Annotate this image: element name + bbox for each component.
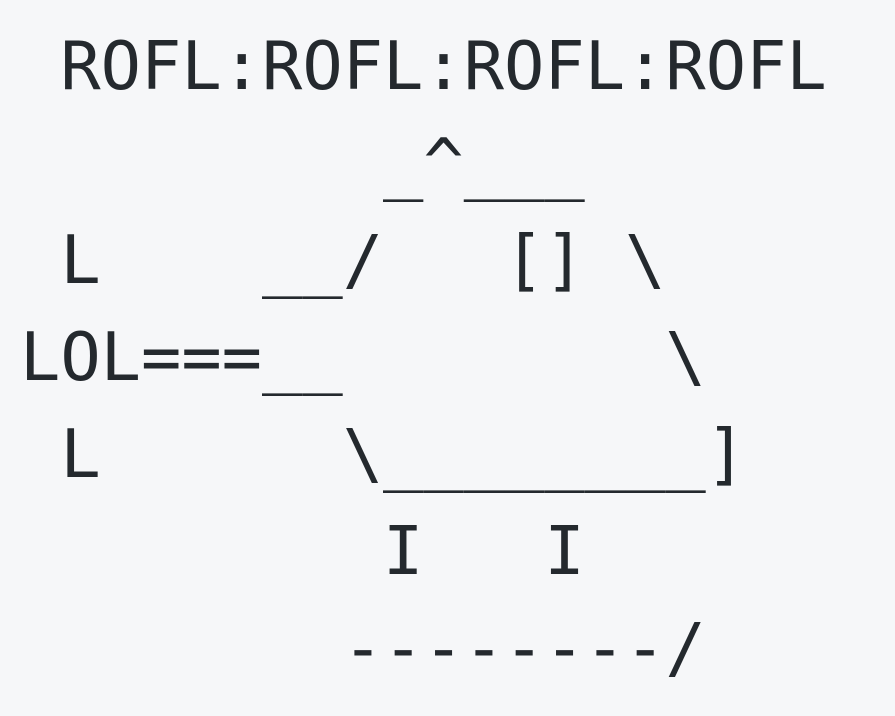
ascii-art-roflcopter: ROFL:ROFL:ROFL:ROFL _^___ L __/ [] \ LOL=… [20,27,827,687]
art-line: L __/ [] \ [20,221,666,299]
art-line: _^___ [20,124,585,202]
art-line: LOL===__ \ [20,318,706,396]
art-line: I I [20,512,585,590]
art-line: L \________] [20,415,747,493]
art-line: --------/ [20,609,706,687]
art-line: ROFL:ROFL:ROFL:ROFL [20,27,827,105]
